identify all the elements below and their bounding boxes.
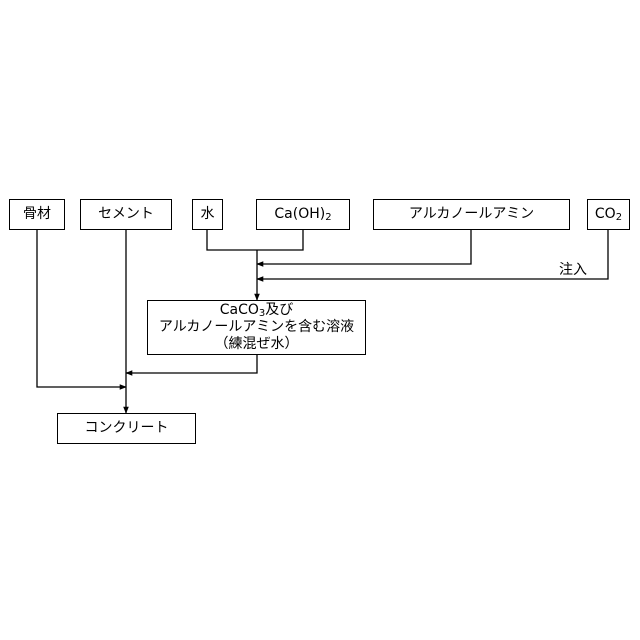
node-mixing-water-line3: （練混ぜ水） (215, 336, 299, 353)
node-co2-label: CO2 (595, 206, 622, 223)
node-co2: CO2 (587, 199, 630, 230)
connector-aggregate (37, 229, 126, 387)
edge-label-injection: 注入 (559, 259, 587, 279)
node-calcium-hydroxide: Ca(OH)2 (256, 199, 350, 230)
node-calcium-hydroxide-label: Ca(OH)2 (274, 206, 331, 223)
node-mixing-water: CaCO3及び アルカノールアミンを含む溶液 （練混ぜ水） (147, 300, 366, 355)
node-water-label: 水 (201, 206, 215, 223)
node-concrete-label: コンクリート (85, 420, 169, 437)
node-concrete: コンクリート (57, 413, 196, 444)
node-water: 水 (192, 199, 223, 230)
node-mixing-water-line2: アルカノールアミンを含む溶液 (159, 319, 354, 336)
node-aggregate-label: 骨材 (23, 206, 51, 223)
node-aggregate: 骨材 (9, 199, 65, 230)
node-mixing-water-line1: CaCO3及び (220, 302, 294, 319)
node-cement-label: セメント (98, 206, 154, 223)
node-cement: セメント (80, 199, 172, 230)
node-alkanolamine: アルカノールアミン (373, 199, 570, 230)
connector-alkanolamine (257, 229, 471, 264)
node-alkanolamine-label: アルカノールアミン (409, 206, 534, 223)
connector-co2-injection (257, 229, 608, 279)
connector-mix-water (126, 354, 257, 373)
connector-water (207, 229, 303, 250)
